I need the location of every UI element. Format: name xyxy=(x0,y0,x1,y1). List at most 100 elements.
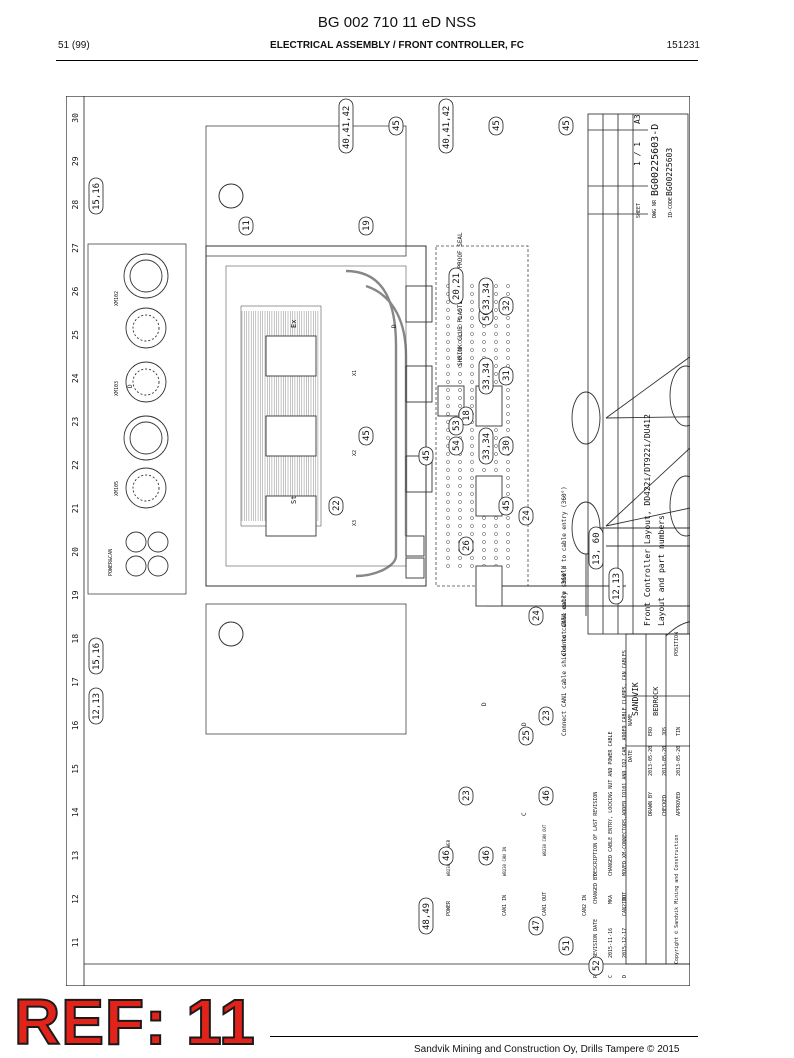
st-marker: St xyxy=(290,496,298,504)
part-balloon: 24 xyxy=(528,606,544,626)
rev-cell: 2015-11-16 xyxy=(608,928,614,958)
grid-number: 16 xyxy=(71,720,80,730)
section-title: ELECTRICAL ASSEMBLY / FRONT CONTROLLER, … xyxy=(270,40,524,51)
approval-cell: 2013-05-20 xyxy=(648,746,654,776)
connector-panel xyxy=(87,243,187,595)
cable-label: CAN1 IN xyxy=(502,895,508,916)
part-balloon-label: 11 xyxy=(242,220,252,231)
part-balloon-label: 15,16 xyxy=(92,183,102,210)
rev-flag-d: D xyxy=(391,324,398,328)
connector-label: POWER&CAN xyxy=(108,549,114,576)
grid-number: 15 xyxy=(71,764,80,774)
grid-number: 22 xyxy=(71,460,80,470)
part-balloon: 23 xyxy=(458,786,474,806)
cable-label: POWER xyxy=(446,900,452,916)
cable-label: CAN1 OUT xyxy=(542,892,548,916)
grid-number: 14 xyxy=(71,807,80,817)
part-balloon: 31 xyxy=(498,366,514,386)
part-balloon: 46 xyxy=(538,786,554,806)
drawing-subtitle: Layout and part numbers xyxy=(657,515,666,626)
connector-label: XM105 xyxy=(114,481,120,496)
grid-number: 20 xyxy=(71,547,80,557)
note-can1: Connect CAN1 cable shield to cable entry… xyxy=(561,486,568,656)
page-number: 51 (99) xyxy=(58,40,90,51)
cable-label: CAN2 IN xyxy=(582,895,588,916)
rev-flag-c: C xyxy=(521,812,528,816)
rev-cell: 2015-12-17 xyxy=(622,928,628,958)
part-balloon-label: 45 xyxy=(422,450,432,461)
part-balloon: 40,41,42 xyxy=(438,98,454,154)
rev-cell: D xyxy=(622,975,628,978)
part-balloon: 11 xyxy=(238,216,254,236)
part-balloon-label: 24 xyxy=(532,610,542,621)
brand-name: SANDVIK xyxy=(631,682,640,716)
part-balloon: 47 xyxy=(528,916,544,936)
grid-number: 27 xyxy=(71,243,80,253)
rev-header: REVISION DATE xyxy=(593,919,599,958)
part-balloon-label: 18 xyxy=(462,410,472,421)
part-balloon: 33,34 xyxy=(478,357,494,395)
date-code: 151231 xyxy=(666,40,700,51)
connector-label: XM103 xyxy=(114,381,120,396)
part-balloon: 26 xyxy=(458,536,474,556)
part-balloon-label: 45 xyxy=(392,120,402,131)
sheet-size: A3 xyxy=(633,114,642,124)
part-balloon-label: 53 xyxy=(452,420,462,431)
part-balloon: 12,13 xyxy=(608,567,624,605)
rev-flag-d: D xyxy=(481,702,488,706)
rev-cell: ITO xyxy=(622,895,628,904)
cable-label: CAN2 OUT xyxy=(622,892,628,916)
grid-number: 29 xyxy=(71,156,80,166)
part-balloon-label: 15,16 xyxy=(92,643,102,670)
ex-marker: Ex xyxy=(290,320,298,328)
footer-text: Sandvik Mining and Construction Oy, Dril… xyxy=(414,1044,680,1055)
drawing-number: BG00225603-D xyxy=(650,124,661,196)
small-label: W8230 CAN IN xyxy=(502,847,507,876)
grid-number: 30 xyxy=(71,113,80,123)
part-balloon-label: 23 xyxy=(462,790,472,801)
connector-label: X1 xyxy=(352,370,358,376)
part-balloon: 45 xyxy=(498,496,514,516)
part-balloon-label: 45 xyxy=(502,500,512,511)
grid-number: 21 xyxy=(71,503,80,513)
part-balloon: 23 xyxy=(538,706,554,726)
part-balloon: 33,34 xyxy=(478,277,494,315)
part-balloon-label: 25 xyxy=(522,730,532,741)
small-label: W8230 CAN OUT xyxy=(542,824,547,856)
part-balloon: 19 xyxy=(358,216,374,236)
grid-number: 17 xyxy=(71,677,80,687)
right-box-top xyxy=(205,125,407,257)
part-balloon: 15,16 xyxy=(88,177,104,215)
part-balloon: 45 xyxy=(358,426,374,446)
part-balloon-label: 54 xyxy=(452,440,462,451)
part-balloon-label: 48,49 xyxy=(422,903,432,930)
grid-number: 25 xyxy=(71,330,80,340)
copyright: Copyright © Sandvik Mining and Construct… xyxy=(674,835,680,964)
grid-number: 12 xyxy=(71,894,80,904)
grid-number: 19 xyxy=(71,590,80,600)
rev-cell: C xyxy=(608,975,614,978)
dwg-label: DWG NR xyxy=(652,199,658,218)
part-balloon: 51 xyxy=(558,936,574,956)
part-balloon-label: 13, 60 xyxy=(592,532,602,565)
grid-number: 18 xyxy=(71,634,80,644)
approval-header: NAME xyxy=(628,714,634,726)
rev-header: DESCRIPTION OF LAST REVISION xyxy=(593,792,599,876)
part-balloon: 24 xyxy=(518,506,534,526)
title-block xyxy=(625,633,690,965)
gland-bottom xyxy=(218,621,244,647)
part-balloon: 12,13 xyxy=(88,687,104,725)
part-balloon: 22 xyxy=(328,496,344,516)
part-balloon-label: 46 xyxy=(442,850,452,861)
controller-housing xyxy=(205,245,427,587)
part-balloon: 54 xyxy=(448,436,464,456)
part-balloon: 53 xyxy=(448,416,464,436)
id-label: ID-CODE xyxy=(668,197,674,218)
sheet-label: SHEET xyxy=(636,203,642,218)
grid-number: 11 xyxy=(71,937,80,947)
part-balloon: 33,34 xyxy=(478,427,494,465)
rev-header: CHANGED BY xyxy=(593,874,599,904)
part-balloon-label: 33,34 xyxy=(482,433,492,460)
part-balloon-label: 33,34 xyxy=(482,363,492,390)
rev-cell: MKA xyxy=(608,895,614,904)
